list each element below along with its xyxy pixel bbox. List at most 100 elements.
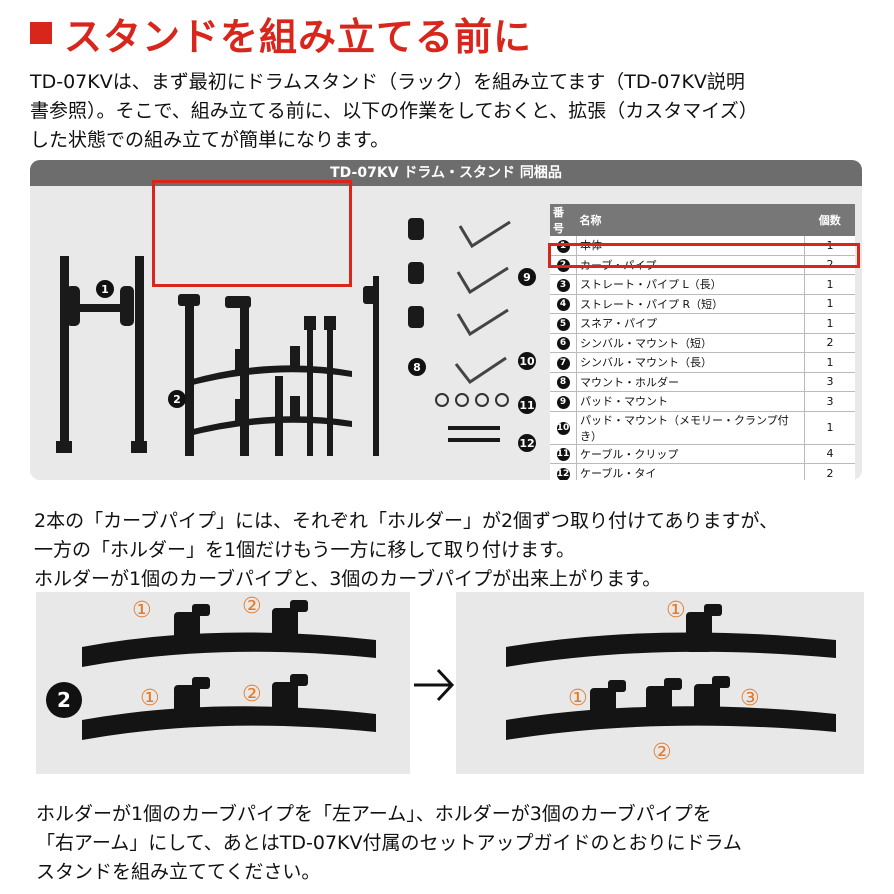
table-row: 6 シンバル・マウント（短）2 xyxy=(550,333,855,353)
table-row: 7 シンバル・マウント（長）1 xyxy=(550,352,855,373)
row-name: ストレート・パイプ L（長） xyxy=(576,274,805,295)
curve-pipe-highlight-box xyxy=(152,180,352,287)
part-11-cable-clip-icon xyxy=(435,393,509,407)
number-badge-icon: 12 xyxy=(556,467,570,480)
curve-pipes-before-image xyxy=(82,600,376,740)
row-name: シンバル・マウント（短） xyxy=(576,333,805,353)
marker-1: ① xyxy=(132,598,152,623)
row-num: 8 xyxy=(550,372,577,392)
part-10-pad-mount-clamp-icon xyxy=(454,356,507,385)
row-name: ケーブル・タイ xyxy=(576,463,805,480)
included-parts-panel: TD-07KV ドラム・スタンド 同梱品 xyxy=(30,160,862,480)
closing-line: 「右アーム」にして、あとはTD-07KV付属のセットアップガイドのとおりにドラム xyxy=(36,832,742,854)
row-count: 4 xyxy=(804,444,855,464)
marker-2: ② xyxy=(242,682,262,707)
row-num: 4 xyxy=(550,294,577,314)
table-row: 10 パッド・マウント（メモリー・クランプ付き）1 xyxy=(550,411,855,445)
table-row: 4 ストレート・パイプ R（短）1 xyxy=(550,294,855,314)
part-12-cable-tie-icon xyxy=(448,426,500,442)
row-name: パッド・マウント（メモリー・クランプ付き） xyxy=(576,411,805,445)
marker-1: ① xyxy=(568,686,588,711)
row-count: 2 xyxy=(804,333,855,353)
row-num: 11 xyxy=(550,444,577,464)
after-photo: ① ① ③ ② xyxy=(456,592,864,774)
row-num: 7 xyxy=(550,352,577,373)
part-number-label: 8 xyxy=(408,358,426,376)
header-num: 番号 xyxy=(550,204,577,236)
parts-drawing xyxy=(56,218,511,456)
closing-line: ホルダーが1個のカーブパイプを「左アーム」、ホルダーが3個のカーブパイプを xyxy=(36,803,712,825)
header-count: 個数 xyxy=(804,204,855,236)
row-count: 3 xyxy=(804,391,855,412)
row-num: 6 xyxy=(550,333,577,353)
row-count: 2 xyxy=(804,463,855,480)
closing-paragraph: ホルダーが1個のカーブパイプを「左アーム」、ホルダーが3個のカーブパイプを 「右… xyxy=(36,800,876,887)
row-name: パッド・マウント xyxy=(576,391,805,412)
row-num: 9 xyxy=(550,391,577,412)
part-number-label: 10 xyxy=(518,352,536,370)
parts-illustration: 1 2 3 4 5 6 7 8 9 10 11 12 xyxy=(30,186,542,480)
row-count: 1 xyxy=(804,294,855,314)
row-num: 12 xyxy=(550,463,577,480)
row-name: スネア・パイプ xyxy=(576,313,805,334)
table-row: 3 ストレート・パイプ L（長）1 xyxy=(550,274,855,295)
curve-pipe-row-highlight xyxy=(548,243,860,268)
row-count: 1 xyxy=(804,313,855,334)
instruction-line: 2本の「カーブパイプ」には、それぞれ「ホルダー」が2個ずつ取り付けてありますが、 xyxy=(34,510,779,532)
part-3-4-straight-pipe-icon xyxy=(178,294,251,456)
part-number-label: 2 xyxy=(168,390,186,408)
number-badge-icon: 3 xyxy=(556,278,570,292)
number-badge-icon: 10 xyxy=(556,422,570,435)
intro-line: TD-07KVは、まず最初にドラムスタンド（ラック）を組み立てます（TD-07K… xyxy=(30,71,745,93)
part-8-mount-holder-icon xyxy=(408,218,424,328)
row-name: ケーブル・クリップ xyxy=(576,444,805,464)
row-count: 1 xyxy=(804,274,855,295)
instruction-line: ホルダーが1個のカーブパイプと、3個のカーブパイプが出来上がります。 xyxy=(34,568,662,590)
header-name: 名称 xyxy=(576,204,805,236)
curve-pipes-after-image xyxy=(506,604,836,740)
row-num: 3 xyxy=(550,274,577,295)
instruction-paragraph: 2本の「カーブパイプ」には、それぞれ「ホルダー」が2個ずつ取り付けてありますが、… xyxy=(34,507,894,594)
row-name: ストレート・パイプ R（短） xyxy=(576,294,805,314)
instruction-line: 一方の「ホルダー」を1個だけもう一方に移して取り付けます。 xyxy=(34,539,576,561)
page-title: スタンドを組み立てる前に xyxy=(64,14,533,59)
row-num: 5 xyxy=(550,313,577,334)
part-2-badge: 2 xyxy=(46,682,82,718)
number-badge-icon: 8 xyxy=(556,376,570,390)
part-number-label: 9 xyxy=(518,268,536,286)
before-photo: ① ② ① ② xyxy=(36,592,410,774)
part-number-label: 1 xyxy=(96,280,114,298)
number-badge-icon: 11 xyxy=(556,448,570,462)
row-name: マウント・ホルダー xyxy=(576,372,805,392)
part-2-curve-pipe-icon xyxy=(185,346,352,437)
intro-line: 書参照）。そこで、組み立てる前に、以下の作業をしておくと、拡張（カスタマイズ） xyxy=(30,100,758,122)
row-count: 1 xyxy=(804,352,855,373)
marker-2: ② xyxy=(242,594,262,619)
row-num: 10 xyxy=(550,411,577,445)
square-bullet-icon xyxy=(30,22,52,44)
page-heading: スタンドを組み立てる前に xyxy=(30,8,533,59)
part-number-label: 12 xyxy=(518,434,536,452)
row-count: 1 xyxy=(804,411,855,445)
marker-2: ② xyxy=(652,740,672,765)
number-badge-icon: 6 xyxy=(556,337,570,351)
row-name: シンバル・マウント（長） xyxy=(576,352,805,373)
right-arrow-icon xyxy=(412,660,456,710)
part-number-label: 11 xyxy=(518,396,536,414)
part-9-pad-mount-icon xyxy=(456,220,511,337)
number-badge-icon: 7 xyxy=(556,356,570,370)
table-header-row: 番号 名称 個数 xyxy=(550,204,855,236)
part-5-snare-pipe-icon xyxy=(275,376,283,456)
marker-1: ① xyxy=(666,598,686,623)
intro-line: した状態での組み立てが簡単になります。 xyxy=(30,129,390,151)
closing-line: スタンドを組み立ててください。 xyxy=(36,861,321,883)
number-badge-icon: 4 xyxy=(556,298,570,312)
number-badge-icon: 5 xyxy=(556,317,570,331)
